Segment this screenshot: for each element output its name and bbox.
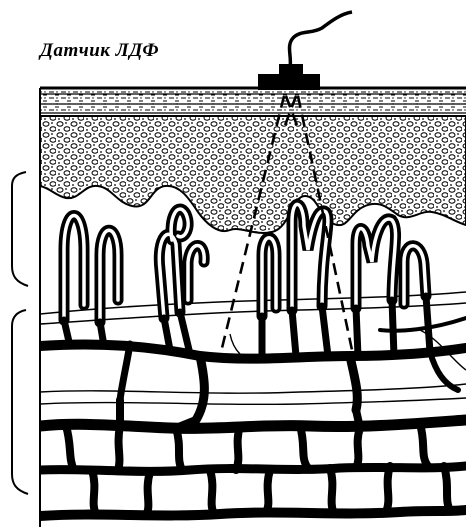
deep-vascular-network — [40, 400, 466, 516]
ldf-probe-icon — [258, 64, 320, 90]
papillary-dermis-bracket — [12, 172, 28, 286]
epidermis-layer — [40, 116, 466, 233]
probe-label: Датчик ЛДФ — [40, 40, 159, 62]
skin-tissue — [40, 88, 466, 516]
probe-cable-icon — [289, 12, 352, 68]
reticular-dermis-bracket — [12, 310, 28, 494]
